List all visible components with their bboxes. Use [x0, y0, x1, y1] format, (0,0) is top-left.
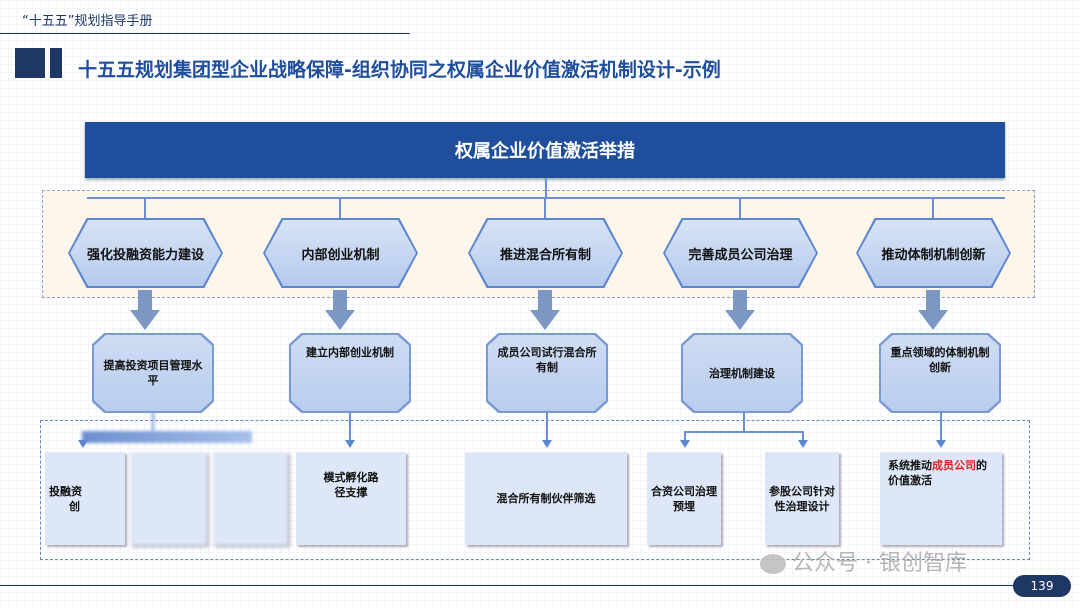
measure-label: 推进混合所有制	[470, 220, 621, 286]
highlight-text: 成员公司	[932, 459, 976, 472]
detail-box: 模式孵化路径支撑	[296, 452, 406, 545]
manual-title: “十五五”规划指导手册	[22, 14, 153, 29]
detail-text: 创	[69, 499, 80, 513]
detail-text: 混合所有制伙伴筛选	[496, 492, 596, 505]
header-divider	[0, 33, 410, 34]
measure-hexagon: 推进混合所有制	[468, 218, 623, 288]
sub-measure-label: 建立内部创业机制	[291, 335, 409, 411]
sub-measure-box: 提高投资项目管理水平	[92, 333, 214, 413]
sub-measure-label: 提高投资项目管理水平	[94, 335, 212, 411]
connector	[144, 198, 146, 218]
sub-measure-label: 治理机制建设	[683, 335, 801, 411]
detail-box: 参股公司针对性治理设计	[765, 452, 839, 545]
detail-text: 的价值激活	[888, 459, 987, 487]
detail-box: 投融资创	[45, 452, 125, 545]
page-number: 139	[1013, 575, 1071, 597]
arrow-icon	[345, 440, 355, 448]
connector	[940, 412, 942, 442]
arrow-icon	[78, 440, 88, 448]
down-arrow-icon	[530, 290, 560, 330]
connector	[544, 198, 546, 218]
detail-box	[130, 452, 207, 545]
connector	[87, 197, 1005, 199]
down-arrow-icon	[325, 290, 355, 330]
watermark: 公众号 · 银创智库	[760, 545, 967, 577]
connector	[546, 412, 548, 442]
detail-text: 投融资	[49, 484, 82, 498]
arrow-icon	[680, 440, 690, 448]
measure-hexagon: 强化投融资能力建设	[68, 218, 223, 288]
sub-measure-label: 重点领域的体制机制创新	[881, 335, 999, 411]
sub-measure-box: 治理机制建设	[681, 333, 803, 413]
connector	[743, 412, 745, 432]
measure-label: 推动体制机制创新	[858, 220, 1009, 286]
title-decoration	[50, 48, 62, 78]
detail-text: 合资公司治理预埋	[651, 484, 717, 513]
measure-hexagon: 完善成员公司治理	[663, 218, 818, 288]
connector	[339, 198, 341, 218]
detail-box	[213, 452, 288, 545]
arrow-icon	[936, 440, 946, 448]
sub-measure-box: 重点领域的体制机制创新	[879, 333, 1001, 413]
measure-hexagon: 内部创业机制	[263, 218, 418, 288]
sub-measure-label: 成员公司试行混合所有制	[488, 335, 606, 411]
arrow-icon	[798, 440, 808, 448]
detail-box: 系统推动成员公司的价值激活	[880, 452, 1002, 545]
measure-label: 内部创业机制	[265, 220, 416, 286]
slide-title: 十五五规划集团型企业战略保障-组织协同之权属企业价值激活机制设计-示例	[78, 59, 721, 81]
down-arrow-icon	[130, 290, 160, 330]
banner-title: 权属企业价值激活举措	[85, 122, 1005, 178]
sub-measure-box: 建立内部创业机制	[289, 333, 411, 413]
connector	[932, 198, 934, 218]
title-decoration	[15, 48, 45, 78]
connector	[152, 412, 154, 432]
detail-text: 参股公司针对性治理设计	[769, 484, 835, 513]
down-arrow-icon	[725, 290, 755, 330]
details-container	[40, 420, 1030, 560]
footer-divider	[0, 585, 1015, 586]
watermark-text: 公众号 · 银创智库	[792, 551, 967, 576]
detail-box: 合资公司治理预埋	[647, 452, 721, 545]
detail-text: 系统推动	[888, 459, 932, 472]
measure-label: 完善成员公司治理	[665, 220, 816, 286]
measure-label: 强化投融资能力建设	[70, 220, 221, 286]
sub-measure-box: 成员公司试行混合所有制	[486, 333, 608, 413]
arrow-icon	[542, 440, 552, 448]
connector	[82, 431, 252, 443]
down-arrow-icon	[918, 290, 948, 330]
connector	[545, 178, 547, 198]
detail-box: 混合所有制伙伴筛选	[465, 452, 627, 545]
connector	[739, 198, 741, 218]
measure-hexagon: 推动体制机制创新	[856, 218, 1011, 288]
connector	[349, 412, 351, 442]
connector	[684, 431, 804, 433]
wechat-icon	[760, 554, 786, 574]
connector	[684, 431, 686, 441]
connector	[802, 431, 804, 441]
detail-text: 模式孵化路径支撑	[323, 471, 379, 499]
